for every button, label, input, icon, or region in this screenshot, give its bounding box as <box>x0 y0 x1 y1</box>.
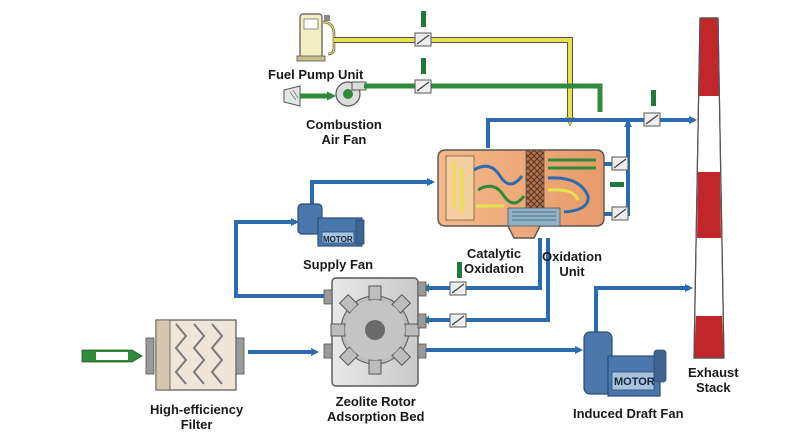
zeolite-rotor <box>323 277 427 387</box>
exhaust-stack-label: Exhaust Stack <box>688 365 739 395</box>
induced-draft-motor-label: MOTOR <box>614 376 655 388</box>
oxidation-unit-label: Oxidation Unit <box>542 249 602 279</box>
fuel-pump-icon <box>296 13 336 62</box>
combustion-air-line <box>300 83 603 112</box>
zeolite-rotor-label: Zeolite Rotor Adsorption Bed <box>327 394 425 424</box>
catalytic-oxidation-unit <box>437 149 605 239</box>
air-valve <box>414 58 432 94</box>
combustion-air-fan-icon <box>283 81 367 107</box>
duct-valves <box>449 90 661 328</box>
induced-draft-fan <box>583 331 667 397</box>
supply-fan-label: Supply Fan <box>303 257 374 272</box>
supply-fan-motor-label: MOTOR <box>323 235 353 244</box>
catalytic-oxidation-label: Catalytic Oxidation <box>464 246 524 276</box>
supply-fan <box>297 203 365 247</box>
high-efficiency-filter-label: High-efficiency Filter <box>150 402 244 432</box>
exhaust-stack <box>693 17 725 359</box>
fuel-valve <box>414 11 432 47</box>
high-efficiency-filter <box>81 319 245 391</box>
induced-draft-fan-label: Induced Draft Fan <box>573 406 684 421</box>
fuel-line <box>334 37 570 122</box>
fuel-pump-unit-label: Fuel Pump Unit <box>268 67 364 82</box>
combustion-air-fan-label: Combustion Air Fan <box>306 117 382 147</box>
